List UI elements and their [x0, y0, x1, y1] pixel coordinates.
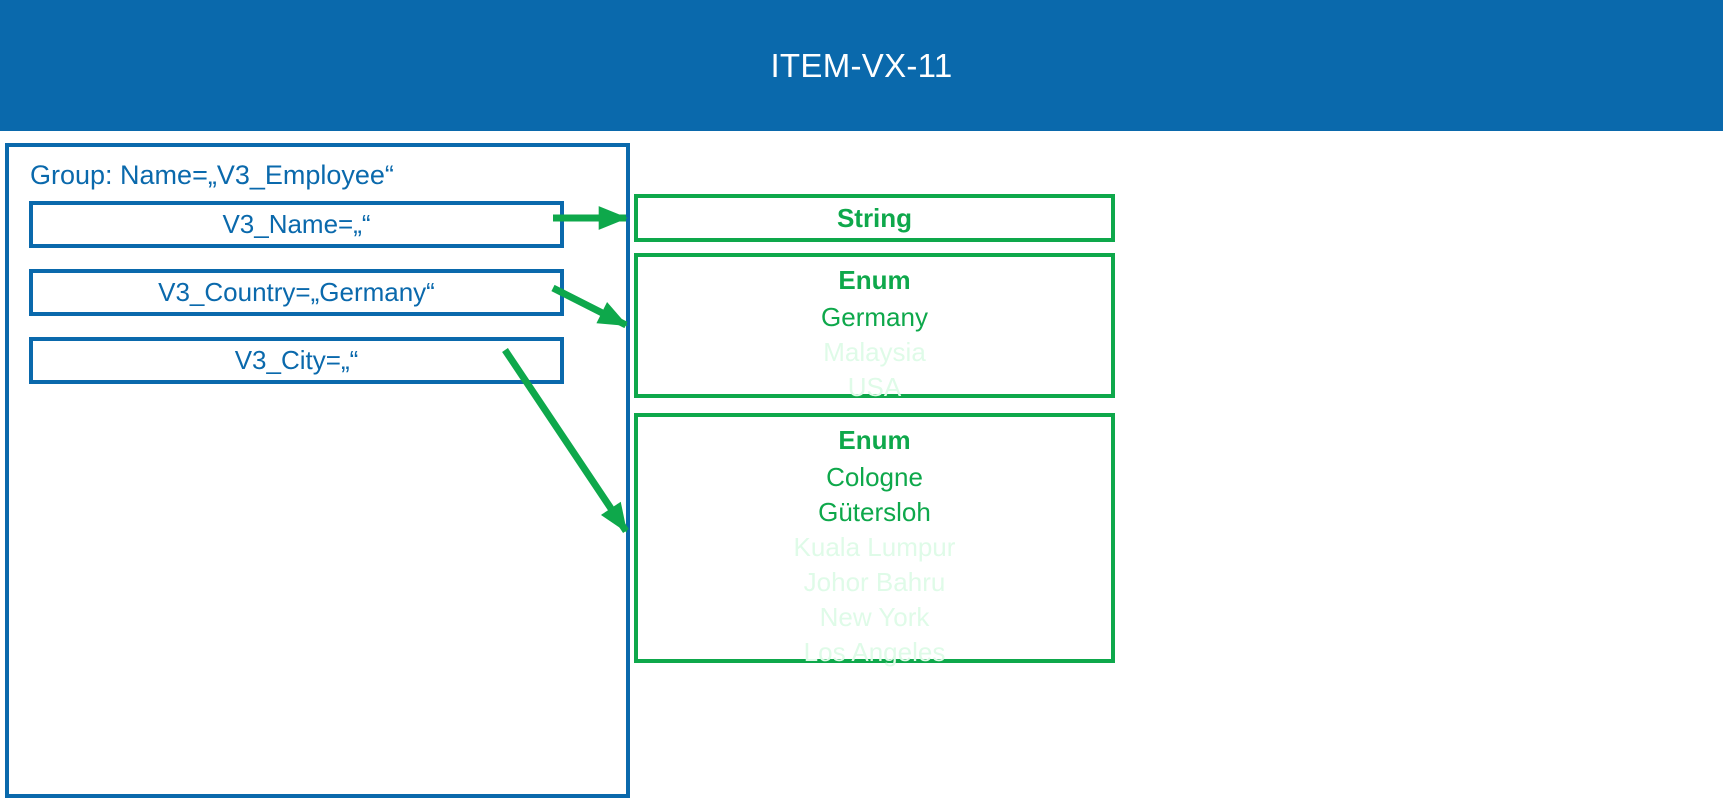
header-band [0, 0, 1723, 131]
enum-value: Cologne [826, 462, 923, 492]
group-label: Group: Name=„V3_Employee“ [30, 160, 394, 190]
enum-value: New York [819, 602, 930, 632]
type-box-enum-country: Enum Germany Malaysia USA [634, 253, 1115, 402]
type-box-enum-city: Enum Cologne Gütersloh Kuala Lumpur Joho… [634, 413, 1115, 667]
enum-value: Malaysia [823, 337, 926, 367]
type-box-string: String [634, 194, 1115, 242]
field-box-v3-name[interactable]: V3_Name=„“ [29, 201, 564, 248]
type-title: String [836, 203, 913, 233]
field-box-v3-city[interactable]: V3_City=„“ [29, 337, 564, 384]
field-label: V3_City=„“ [234, 345, 359, 375]
field-box-v3-country[interactable]: V3_Country=„Germany“ [29, 269, 564, 316]
group-panel: Group: Name=„V3_Employee“ V3_Name=„“ V3_… [5, 143, 630, 798]
enum-value: Johor Bahru [803, 567, 946, 597]
enum-value: USA [847, 372, 902, 402]
field-label: V3_Country=„Germany“ [158, 277, 435, 307]
page-title: ITEM-VX-11 [770, 46, 953, 84]
enum-value: Germany [821, 302, 928, 332]
enum-value: Gütersloh [818, 497, 931, 527]
type-title: Enum [838, 265, 911, 295]
type-title: Enum [838, 425, 911, 455]
enum-value: Los Angeles [803, 637, 946, 667]
field-label: V3_Name=„“ [222, 209, 371, 239]
enum-value: Kuala Lumpur [793, 532, 956, 562]
